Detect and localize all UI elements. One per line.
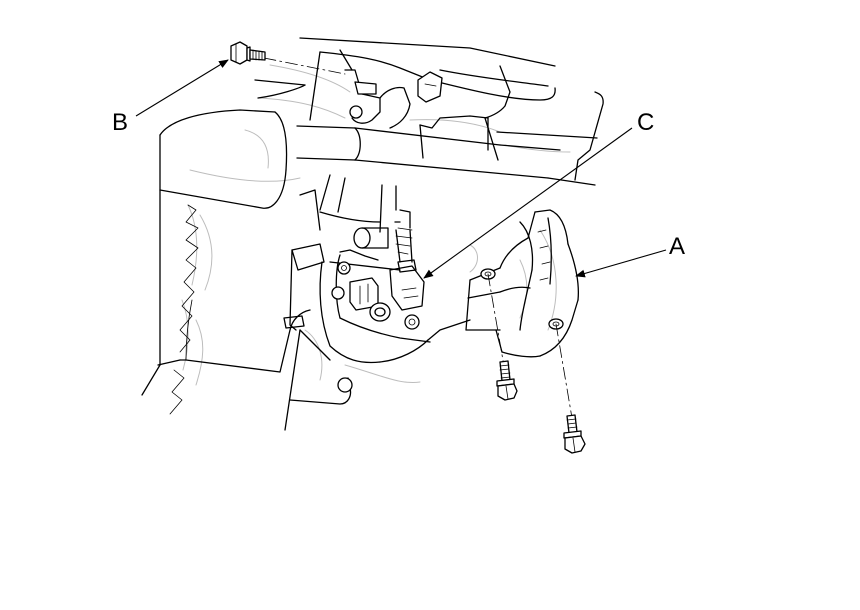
callout-label-b: B [112, 109, 128, 136]
sensor-area [283, 174, 471, 393]
crossmember [296, 125, 598, 186]
callout-c: C [423, 109, 654, 279]
engine-shading [181, 64, 571, 386]
bolt-b [230, 41, 266, 65]
bolt-lower-2 [563, 414, 586, 454]
connector-c [389, 265, 425, 311]
bracket-a [465, 209, 580, 358]
upper-bracket [299, 37, 604, 181]
bolt-guides [263, 57, 573, 419]
callout-a: A [575, 233, 685, 278]
callout-b: B [112, 59, 229, 136]
callout-label-c: C [637, 109, 654, 136]
bolt-lower-1 [496, 360, 518, 401]
callout-label-a: A [669, 233, 685, 260]
